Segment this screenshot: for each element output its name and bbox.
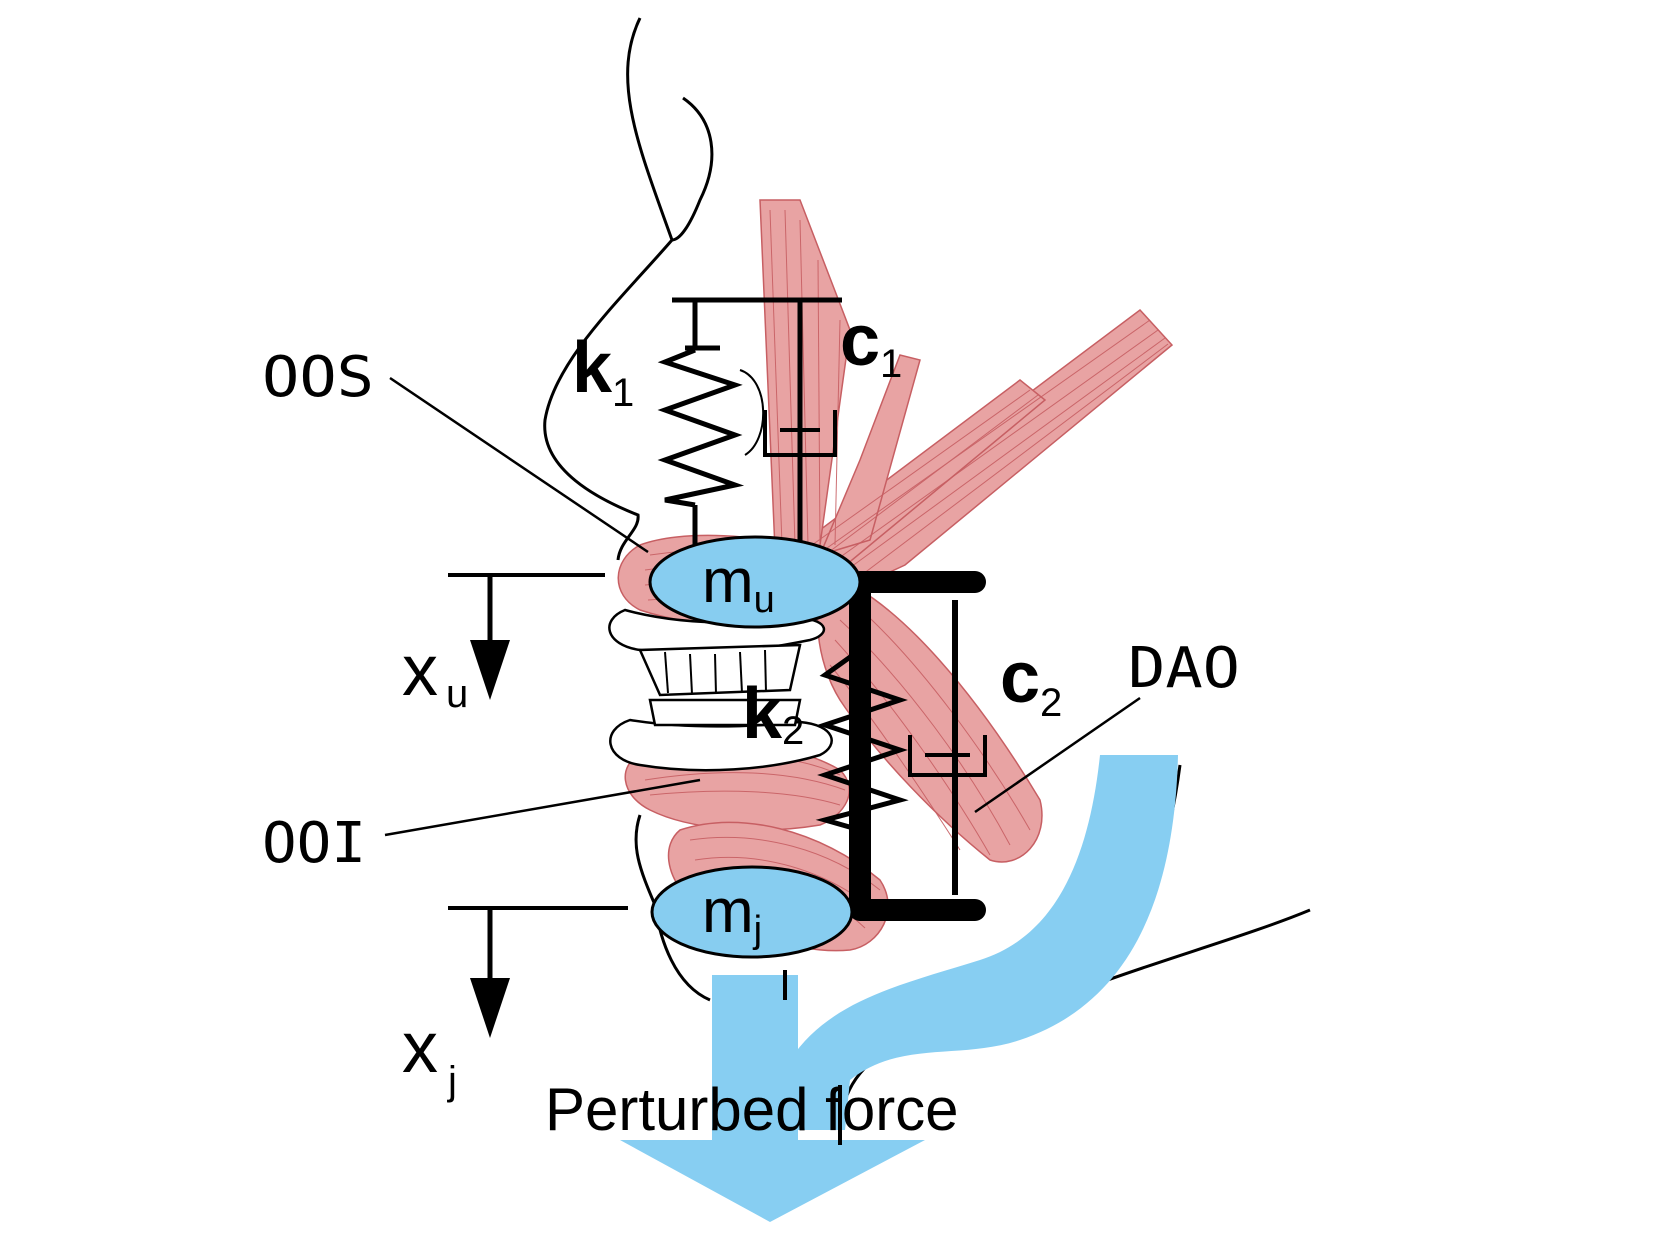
k2-spring-zigzag	[815, 647, 909, 833]
chin-force-band	[785, 755, 1178, 1130]
oos-leader	[389, 376, 649, 554]
dao-leader	[974, 696, 1141, 814]
k1-spring-zigzag	[657, 347, 745, 508]
perturbed-force-label: Perturbed force	[545, 1076, 959, 1143]
perturbed-force-arrow	[620, 975, 925, 1222]
c1-label: c1	[840, 301, 902, 386]
lateral-upper-muscle-band	[818, 354, 921, 557]
k2-label: k2	[742, 674, 804, 754]
lower-spring-damper	[815, 571, 987, 921]
lower-teeth	[648, 698, 802, 727]
ooi-leader	[384, 778, 701, 837]
mass-mj: mj	[650, 865, 854, 959]
rigid-bracket	[849, 571, 986, 921]
tooth-dividers	[664, 649, 767, 695]
xj-displacement-marker	[448, 906, 628, 1038]
mj-label: mj	[702, 877, 762, 951]
leader-lines	[384, 376, 1141, 837]
mu-label: mu	[702, 547, 775, 621]
oos-label: OOS	[262, 345, 374, 410]
mass-mu: mu	[648, 535, 862, 629]
upper-teeth	[638, 643, 802, 697]
c1-damper-cup	[763, 410, 837, 457]
dao-label: DAO	[1128, 636, 1240, 701]
c2-label: c2	[1000, 638, 1062, 725]
upper-spring-damper	[657, 297, 842, 545]
c2-damper-cup	[908, 735, 987, 777]
xu-displacement-marker	[448, 573, 605, 700]
ooi-label: OOI	[262, 811, 366, 876]
k1-label: k1	[572, 328, 634, 415]
